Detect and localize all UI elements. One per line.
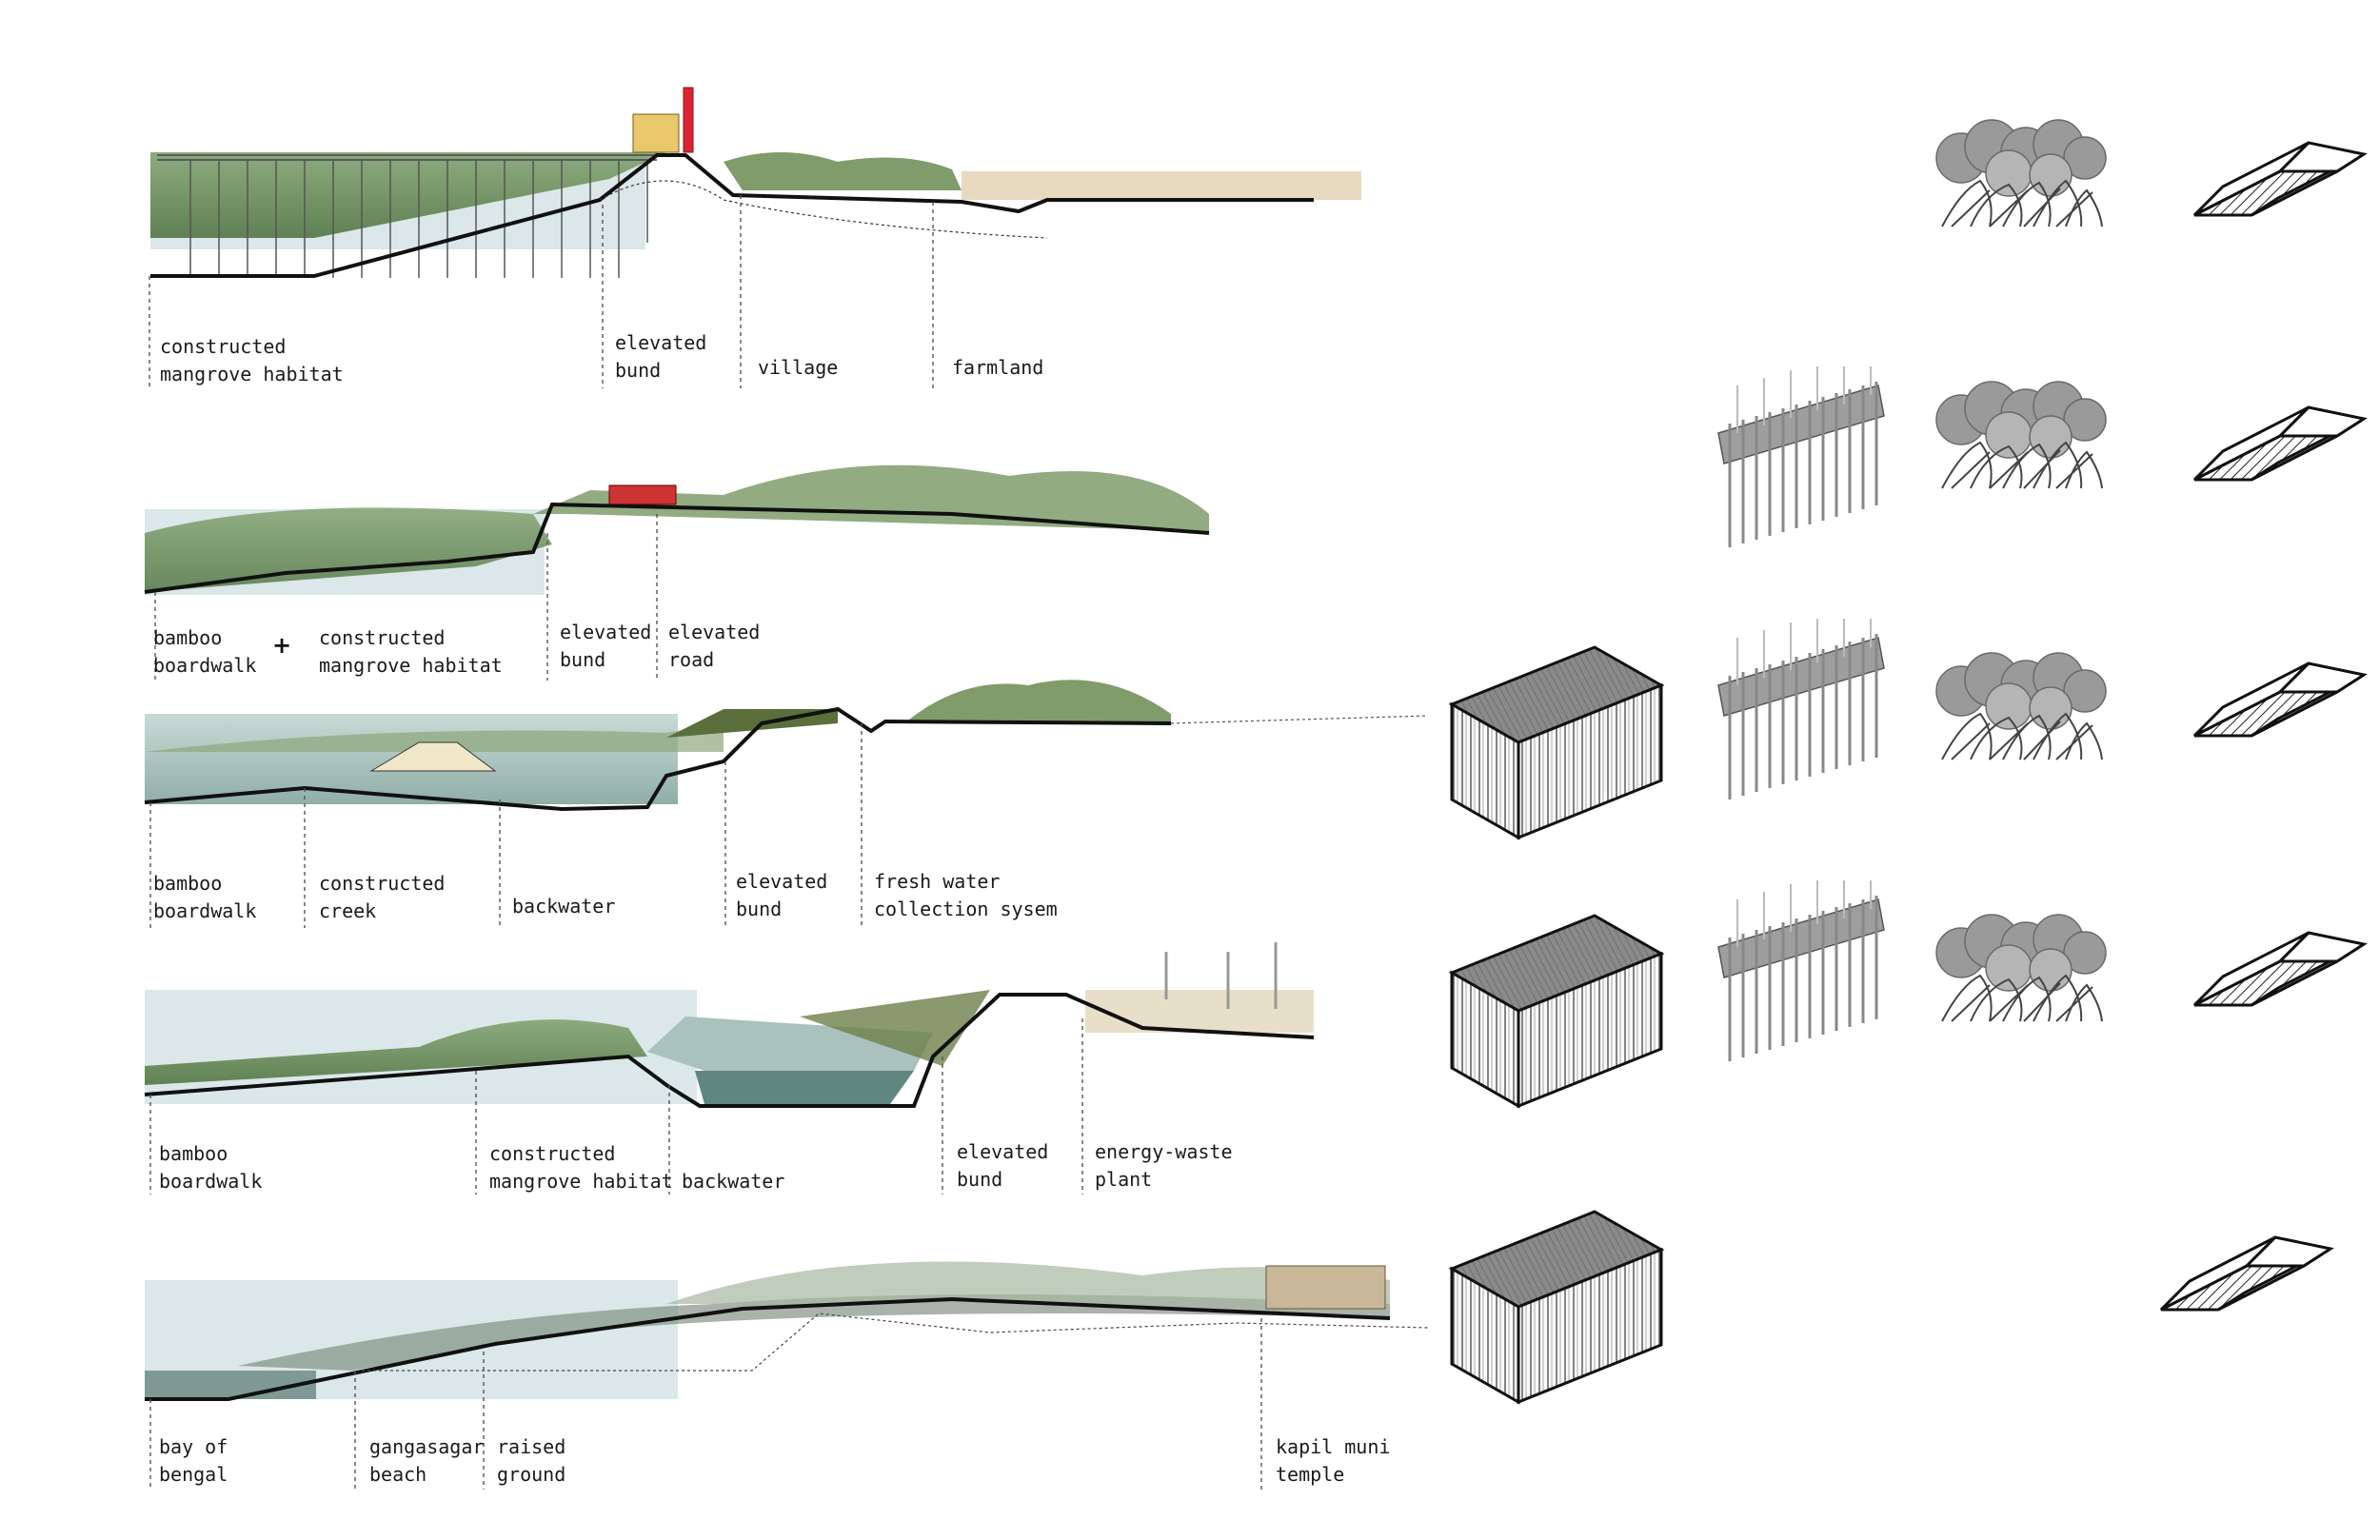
mangrove-tree-icon [1935,119,2107,227]
embankment-block-icon [2192,141,2368,217]
label-village: village [758,356,839,379]
ground-line [145,1296,1391,1401]
building-block-icon [1450,914,1663,1108]
bamboo-pile-frame-icon [1716,617,1886,801]
embankment-block-icon [2192,931,2368,1007]
creek-bank [369,741,497,772]
plus-connector: + [272,632,292,659]
mangrove-tree-icon [1935,381,2107,489]
lighthouse-house [632,113,680,153]
roadside-trees [533,464,1209,531]
label-guides [149,195,1262,1490]
ground-line [144,706,1172,812]
building-block-icon [1450,1210,1663,1404]
label-backwater: backwater [682,1170,785,1193]
mangrove-tree-icon [1935,652,2107,760]
village-trees [724,152,962,190]
building-block-icon [1450,645,1663,839]
crowd-band [238,1294,1390,1371]
bay-water [145,1371,316,1399]
ground-line [150,153,1314,278]
energy-plant-field [1085,990,1314,1033]
section-2-profile [144,464,1210,595]
label-backwater: backwater [512,895,616,918]
section-4-profile [144,942,1315,1108]
treeline [666,1261,1390,1304]
vehicle [608,484,677,505]
wind-turbines [1164,942,1278,1009]
mangrove-tree-icon [1935,914,2107,1022]
ground-line [144,993,1315,1108]
backwater-deep [695,1071,914,1104]
ground-line [144,502,1210,594]
freshwater-trees [904,680,1171,723]
bamboo-pile-frame-icon [1716,879,1886,1063]
embankment-block-icon [2159,1235,2334,1312]
farmland-field [962,171,1361,200]
embankment-block-icon [2192,661,2368,738]
lighthouse-tower [683,87,694,153]
bamboo-pile-frame-icon [1716,365,1886,549]
boardwalk-deck [157,154,657,161]
section-1-profile [150,87,1361,278]
section-3-profile [144,680,1429,812]
label-farmland: farmland [952,356,1044,379]
temple-building [1265,1265,1386,1310]
embankment-block-icon [2192,405,2368,482]
section-5-profile [145,1261,1429,1401]
